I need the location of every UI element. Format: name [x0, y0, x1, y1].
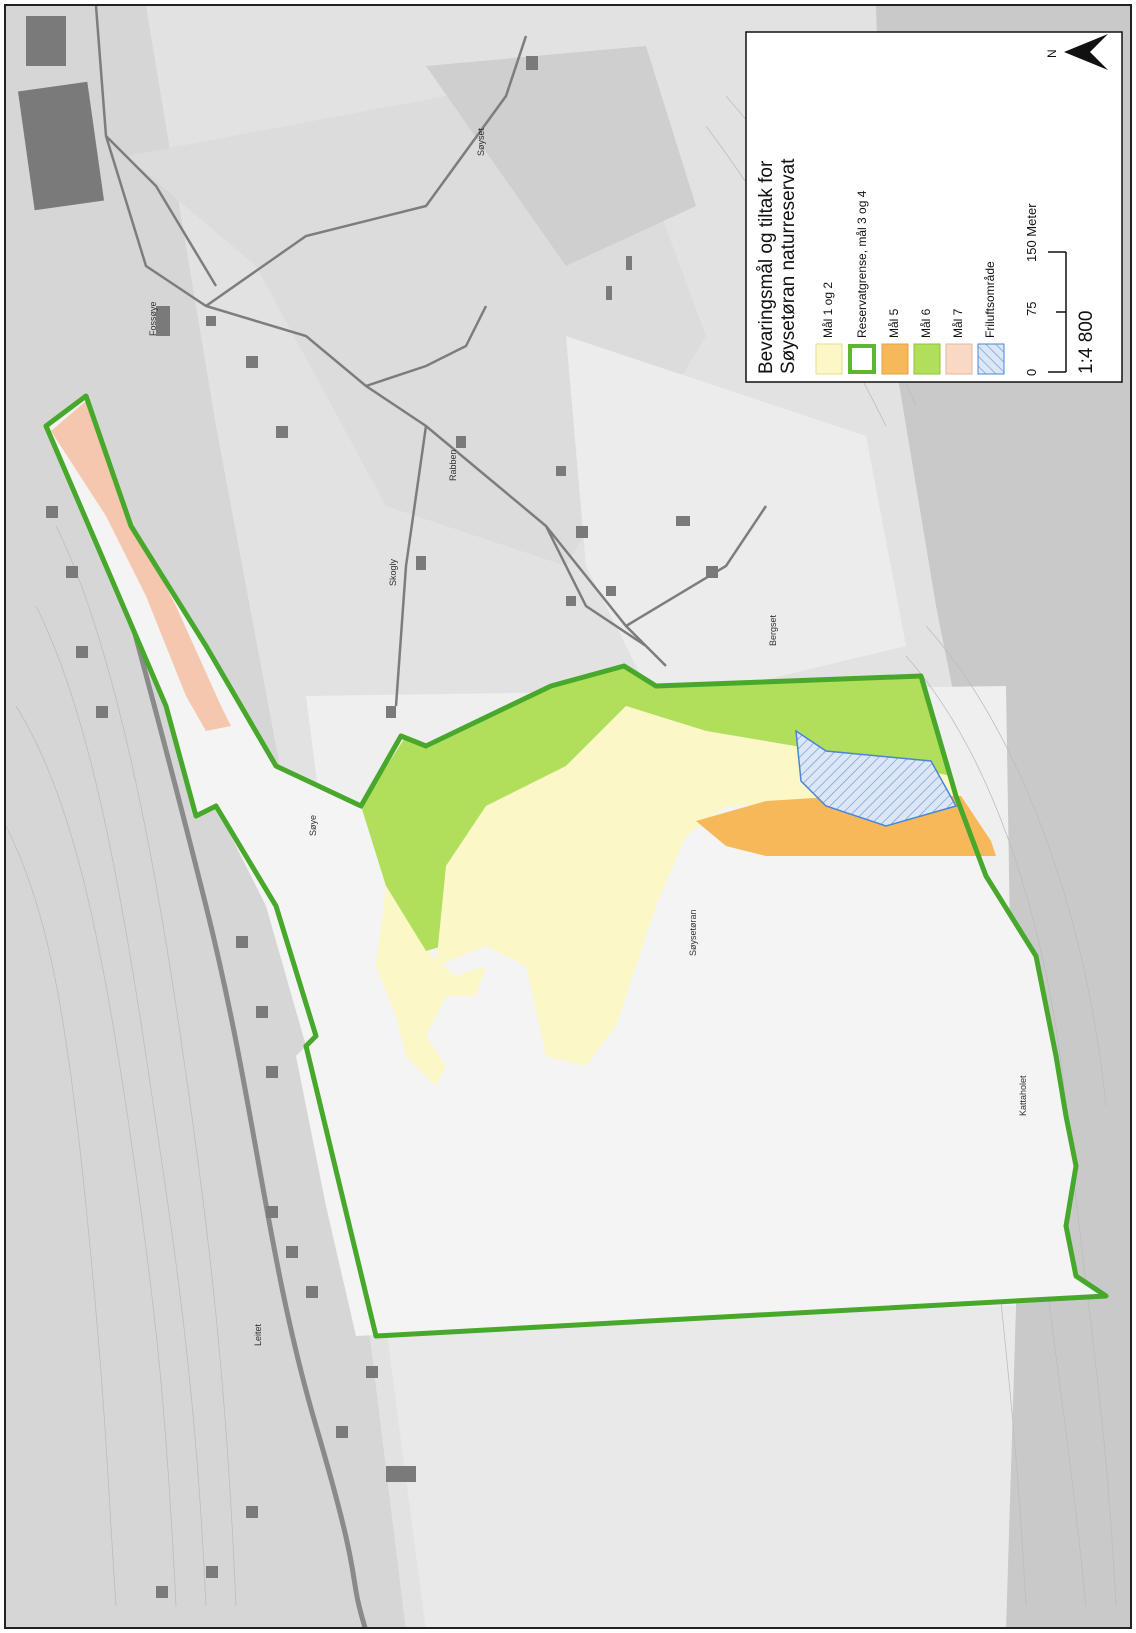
- svg-text:Reservatgrense, mål 3 og 4: Reservatgrense, mål 3 og 4: [855, 190, 869, 338]
- legend-item-mal-5: Mål 5: [881, 308, 909, 375]
- label-skogly: Skogly: [388, 558, 398, 586]
- legend-title-line2: Søysetøran naturreservat: [778, 158, 799, 374]
- label-fossoye: Fossøye: [148, 301, 158, 336]
- friluftsomrade-zone[interactable]: [795, 729, 958, 827]
- svg-text:N: N: [1045, 49, 1059, 58]
- legend-item-mal-7: Mål 7: [945, 308, 973, 375]
- map-canvas[interactable]: Søysetøran Kattaholet Bergset Rabben Sko…: [6, 6, 1132, 1629]
- label-kattaholet: Kattaholet: [1018, 1075, 1028, 1116]
- legend-title-line1: Bevaringsmål og tiltak for: [756, 160, 777, 374]
- label-soysetoran: Søysetøran: [688, 909, 698, 956]
- legend-item-mal-6: Mål 6: [913, 308, 941, 375]
- legend: Bevaringsmål og tiltak for Søysetøran na…: [745, 31, 1123, 383]
- svg-text:150 Meter: 150 Meter: [1024, 203, 1039, 262]
- label-bergset: Bergset: [768, 614, 778, 646]
- label-soye: Søye: [308, 815, 318, 836]
- place-labels: Søysetøran Kattaholet Bergset Rabben Sko…: [148, 127, 1028, 1346]
- label-soyset: Søyset: [476, 127, 486, 156]
- map-frame[interactable]: Søysetøran Kattaholet Bergset Rabben Sko…: [4, 4, 1132, 1629]
- label-rabben: Rabben: [448, 449, 458, 481]
- svg-text:0: 0: [1024, 369, 1039, 376]
- reserve-boundary[interactable]: [43, 393, 1109, 1339]
- svg-text:Mål 5: Mål 5: [887, 308, 901, 338]
- label-leitet: Leitet: [253, 1323, 263, 1346]
- svg-text:Mål 1 og 2: Mål 1 og 2: [821, 282, 835, 338]
- svg-text:Mål 6: Mål 6: [919, 308, 933, 338]
- north-arrow-icon: N: [1045, 34, 1108, 70]
- scale-bar: 0 75 150 Meter 1:4 800: [1024, 203, 1097, 376]
- svg-text:Friluftsområde: Friluftsområde: [983, 261, 997, 338]
- legend-item-friluftsomrade: Friluftsområde: [977, 261, 1005, 375]
- mal-1-2-zone-tongue[interactable]: [376, 886, 486, 1086]
- legend-item-mal-1-2: Mål 1 og 2: [815, 282, 843, 375]
- mal-7-zone[interactable]: [51, 401, 231, 731]
- svg-text:Mål 7: Mål 7: [951, 308, 965, 338]
- legend-item-reservatgrense: Reservatgrense, mål 3 og 4: [848, 190, 876, 374]
- scale-ratio: 1:4 800: [1076, 311, 1097, 374]
- svg-text:75: 75: [1024, 302, 1039, 316]
